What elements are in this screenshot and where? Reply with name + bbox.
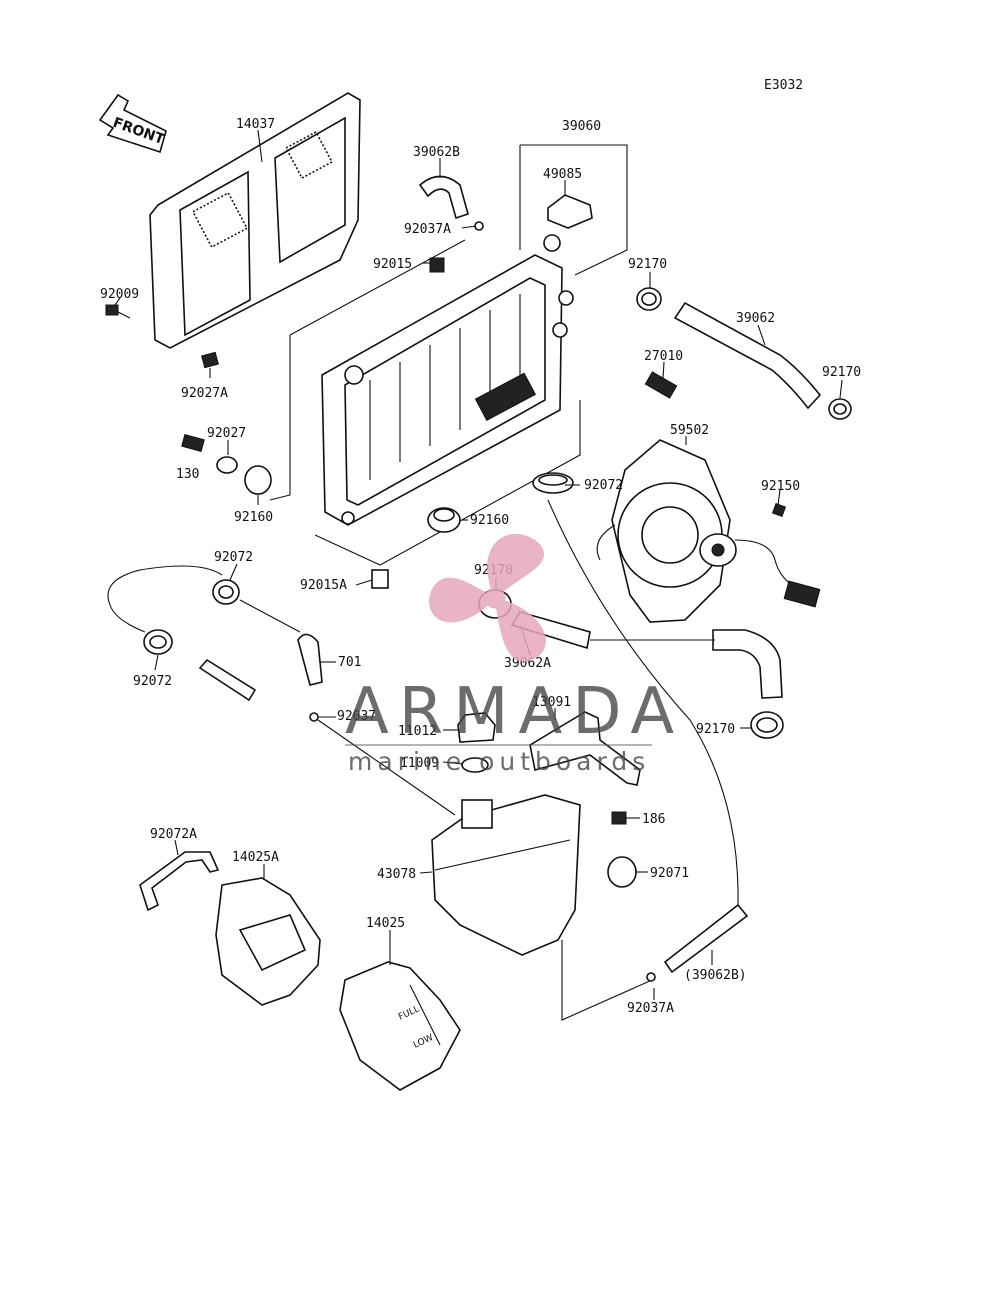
part-label-11009: 11009 [400, 756, 439, 771]
part-label-43078: 43078 [377, 867, 416, 882]
part-label-39062B-paren: (39062B) [684, 968, 747, 983]
part-label-92009: 92009 [100, 287, 139, 302]
part-label-14025A: 14025A [232, 850, 279, 865]
temp-switch [644, 371, 678, 399]
part-label-39062: 39062 [736, 311, 775, 326]
part-label-14037: 14037 [236, 117, 275, 132]
part-label-92170-right: 92170 [822, 365, 861, 380]
part-label-92072-lower-left: 92072 [133, 674, 172, 689]
part-label-130: 130 [176, 467, 199, 482]
propeller-logo-icon [429, 534, 546, 662]
part-label-92071: 92071 [650, 866, 689, 881]
part-label-701: 701 [338, 655, 361, 670]
part-label-92170-bottom-right: 92170 [696, 722, 735, 737]
part-label-92150: 92150 [761, 479, 800, 494]
reservoir-tank [431, 794, 581, 956]
part-label-39062B: 39062B [413, 145, 460, 160]
part-label-14025: 14025 [366, 916, 405, 931]
radiator-shroud [149, 92, 361, 349]
part-label-11012: 11012 [398, 724, 437, 739]
part-label-92037: 92037 [337, 709, 376, 724]
part-label-39060: 39060 [562, 119, 601, 134]
part-label-27010: 27010 [644, 349, 683, 364]
diagram-code: E3032 [764, 78, 803, 93]
part-label-39062A: 39062A [504, 656, 551, 671]
part-label-92015: 92015 [373, 257, 412, 272]
radiator-cap [547, 194, 593, 229]
radiator-core [321, 234, 574, 526]
part-label-92027: 92027 [207, 426, 246, 441]
part-label-92072A: 92072A [150, 827, 197, 842]
part-label-13091: 13091 [532, 695, 571, 710]
watermark-brand: ARMADA [345, 675, 684, 749]
part-label-92037A-top: 92037A [404, 222, 451, 237]
part-label-49085: 49085 [543, 167, 582, 182]
part-label-92170-top: 92170 [628, 257, 667, 272]
watermark-tagline: marine outboards [348, 747, 650, 776]
part-label-59502: 59502 [670, 423, 709, 438]
part-label-92037A-bottom: 92037A [627, 1001, 674, 1016]
part-label-92072-upper-left: 92072 [214, 550, 253, 565]
part-label-92027A: 92027A [181, 386, 228, 401]
cooling-fan [596, 439, 821, 623]
part-label-92072-fan: 92072 [584, 478, 623, 493]
front-arrow-icon: FRONT [98, 93, 167, 154]
part-label-92160-left: 92160 [234, 510, 273, 525]
part-label-92160-center: 92160 [470, 513, 509, 528]
part-label-186: 186 [642, 812, 665, 827]
part-label-92015A: 92015A [300, 578, 347, 593]
